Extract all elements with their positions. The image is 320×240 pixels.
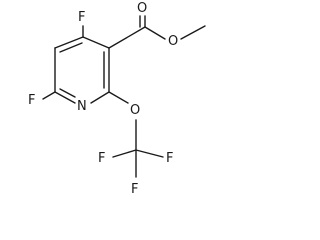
atom-label-o-ether: O xyxy=(130,103,140,118)
bond-c3-ccarbonyl xyxy=(108,26,146,49)
bond-c2-n1 xyxy=(90,91,110,104)
bond-ccarbonyl-oester xyxy=(144,26,166,40)
bond-oester-methyl xyxy=(180,25,206,40)
bond-c2-oether xyxy=(108,91,129,104)
atom-label-o-carbonyl: O xyxy=(137,1,147,16)
bond-c5-c4-inner xyxy=(59,42,83,53)
atom-label-n1: N xyxy=(77,99,87,114)
bond-cf3-f-left xyxy=(112,149,137,158)
bond-c5-c4 xyxy=(54,36,84,49)
bond-cf3-f-right xyxy=(135,149,164,158)
bond-c6-f xyxy=(42,91,56,100)
atom-label-f6: F xyxy=(28,93,35,108)
atom-label-f-cf3-right: F xyxy=(166,151,173,166)
atom-label-f-cf3-left: F xyxy=(98,151,105,166)
bond-c4-c3 xyxy=(82,36,110,49)
atom-label-f-cf3-bottom: F xyxy=(131,182,138,197)
bond-n1-c6-inner xyxy=(59,88,76,98)
structure-canvas: F F N O F F F O O xyxy=(28,1,206,197)
atom-label-f4: F xyxy=(78,10,85,25)
bond-n1-c6 xyxy=(54,91,76,104)
atom-label-o-ester: O xyxy=(168,34,178,49)
molecule-structure: F F N O F F F O O xyxy=(28,1,206,197)
